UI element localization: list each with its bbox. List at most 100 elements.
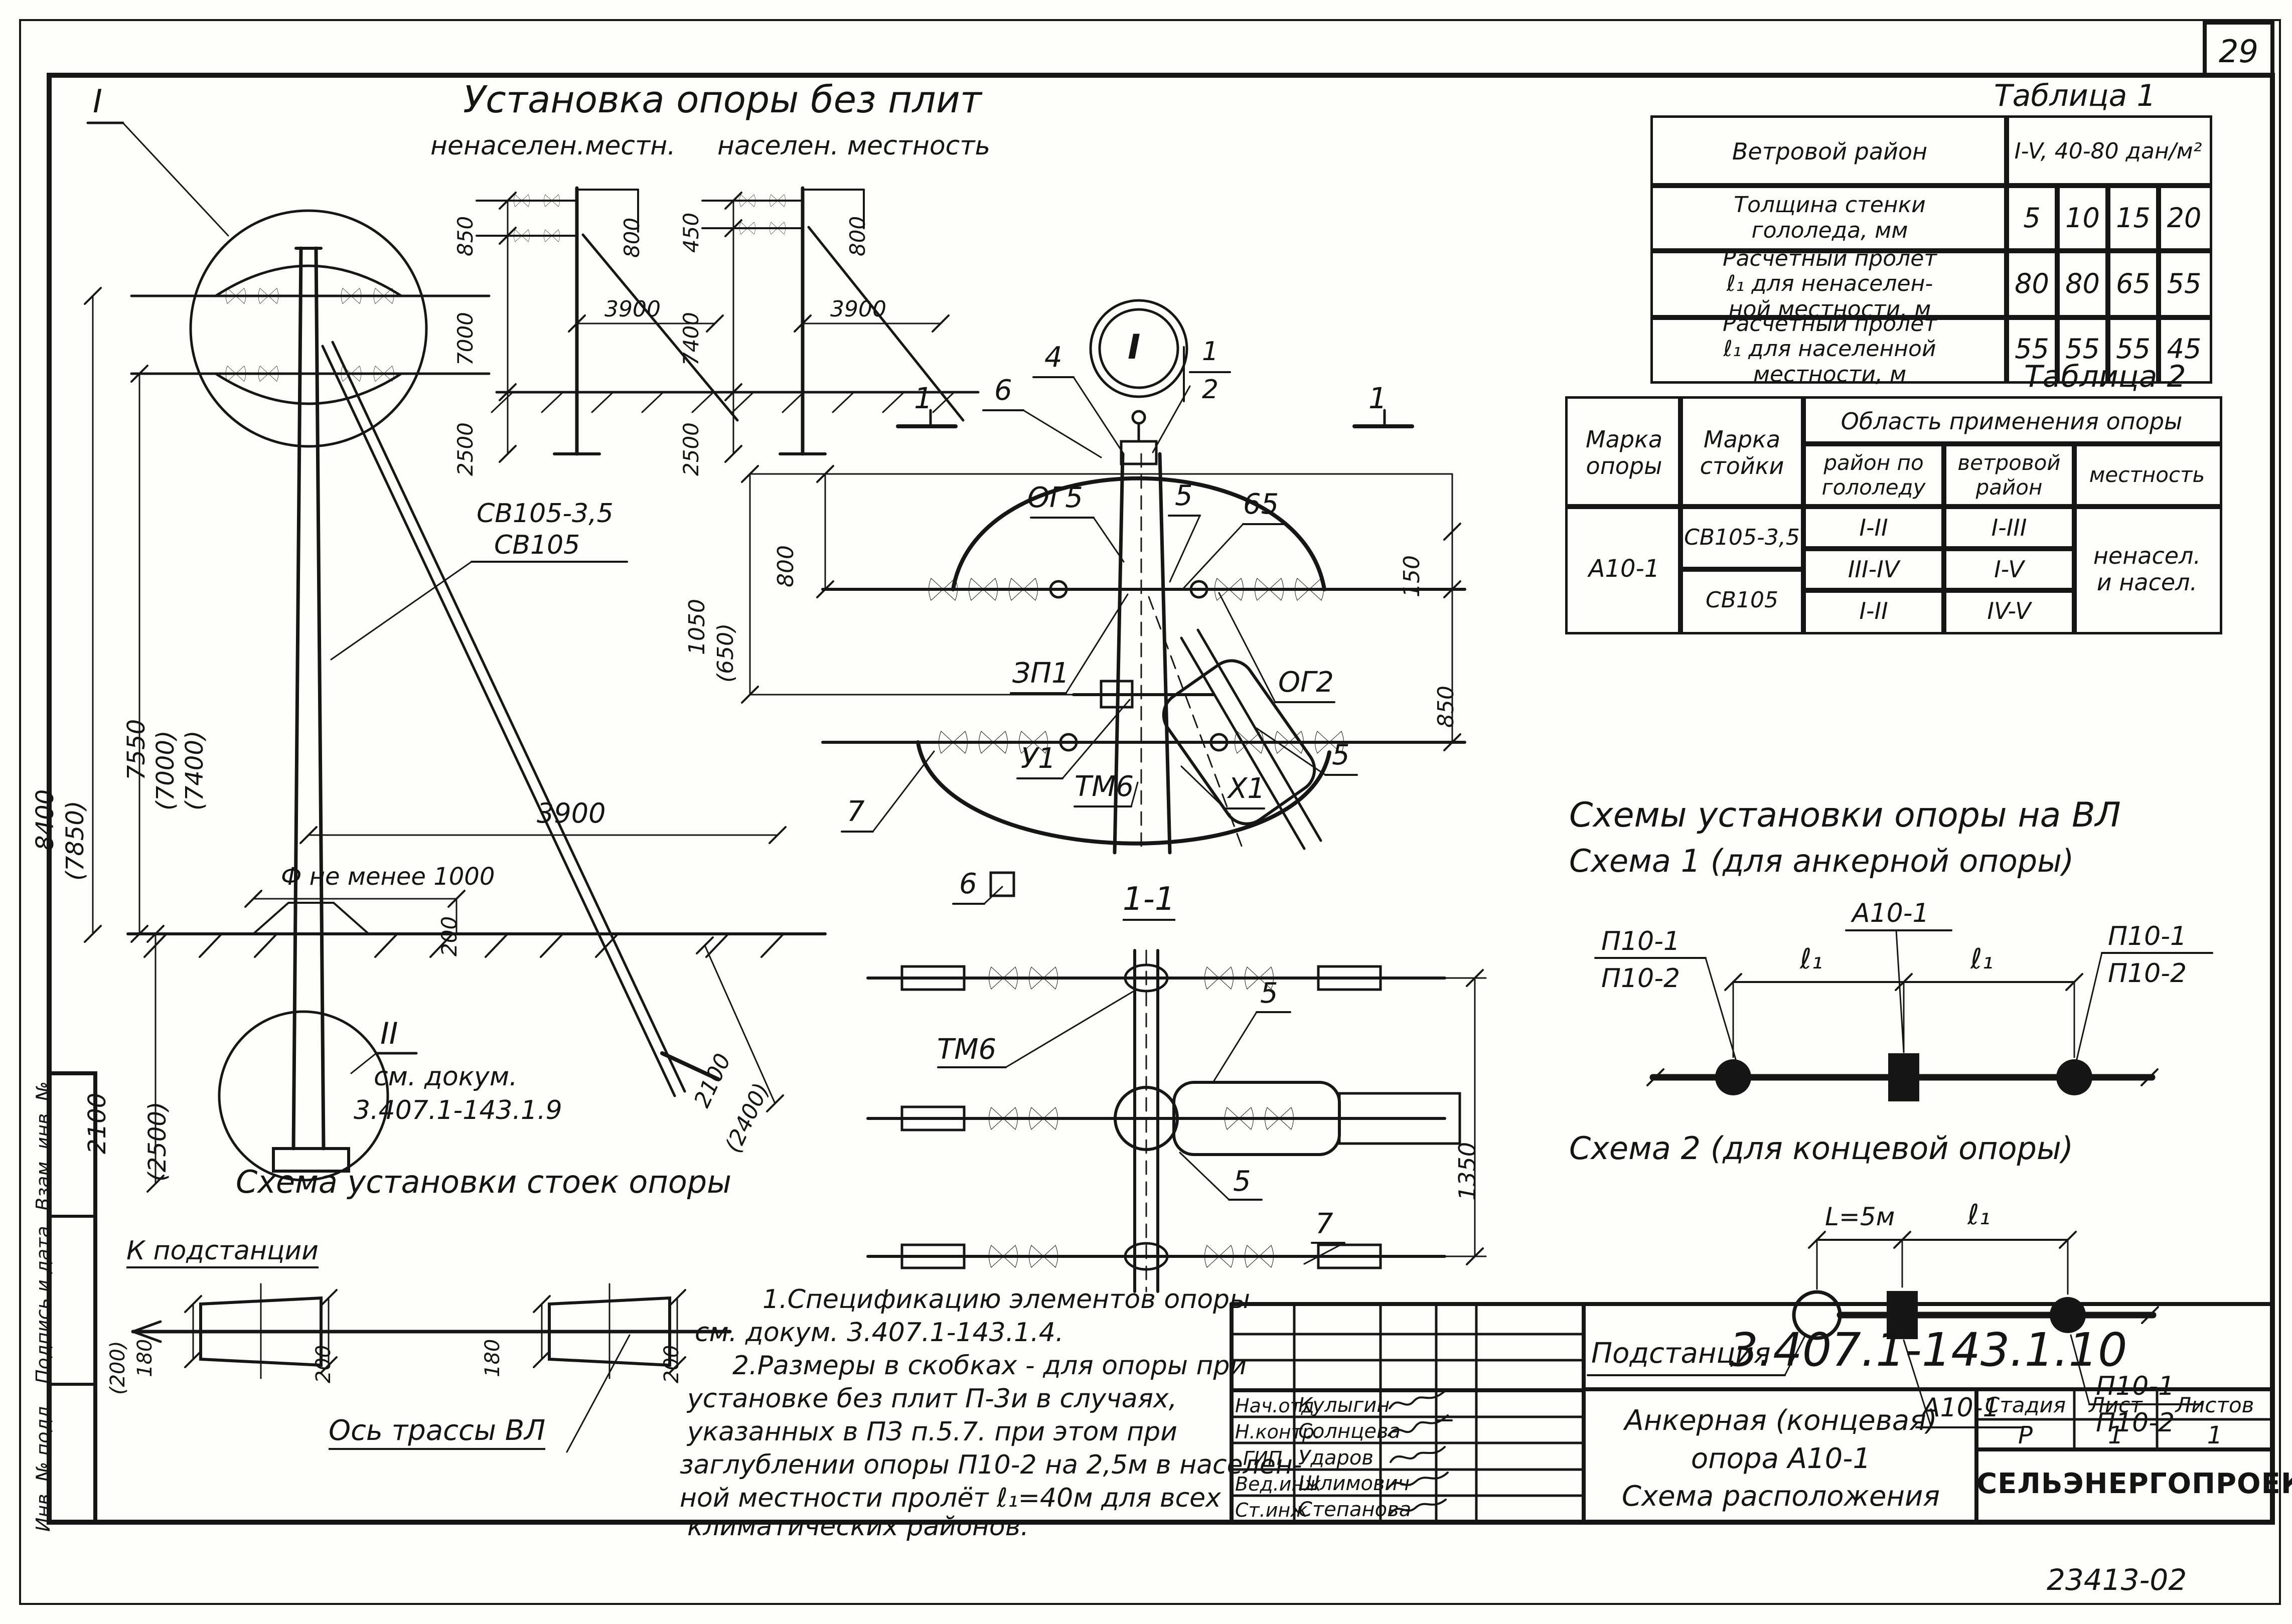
table1-cell: 10 bbox=[2055, 183, 2110, 253]
table2-wind1: I-V bbox=[1941, 546, 2077, 593]
table1-cell: 55 bbox=[2055, 315, 2110, 384]
dimA-2500: 2500 bbox=[453, 422, 478, 476]
axis-dim-180b: 180 bbox=[481, 1339, 504, 1377]
dim-7400: (7400) bbox=[181, 730, 209, 810]
table1-row0-label: Толщина стенки гололеда, мм bbox=[1650, 183, 2009, 253]
dim-2100: 2100 bbox=[83, 1092, 111, 1154]
signature-kulygin bbox=[1389, 1390, 1446, 1409]
note-line: 1.Спецификацию элементов опоры bbox=[762, 1284, 1251, 1315]
s1-left-1: П10-1 bbox=[1601, 926, 1680, 956]
person-name: Шлимович bbox=[1298, 1472, 1410, 1495]
label-5a: 5 bbox=[1175, 479, 1193, 512]
title-block-lines bbox=[1230, 1302, 2274, 1524]
table2-ice2: I-II bbox=[1801, 588, 1946, 634]
stand-label-1: СВ105-3,5 bbox=[477, 499, 614, 529]
drawing-title: Анкерная (концевая) опора А10-1 Схема ра… bbox=[1621, 1404, 1940, 1513]
dimB-800: 800 bbox=[845, 216, 870, 256]
table1-cell: 20 bbox=[2156, 183, 2212, 253]
label-og2: ОГ2 bbox=[1278, 666, 1334, 699]
table1-cell: 55 bbox=[2105, 315, 2161, 384]
dim-200: 200 bbox=[437, 916, 462, 956]
table1-cell: 65 bbox=[2105, 248, 2161, 320]
signature-udarov bbox=[1390, 1446, 1446, 1463]
table1: Ветровой район I-V, 40-80 дан/м² Толщина… bbox=[1650, 115, 2212, 387]
table1-cell: 80 bbox=[2004, 248, 2060, 320]
callout-frac-top: 1 bbox=[1202, 337, 1219, 367]
no-plate-diagram-lines bbox=[476, 186, 980, 463]
table1-cell: 15 bbox=[2105, 183, 2161, 253]
table2-terrain: ненасел. и насел. bbox=[2072, 504, 2222, 634]
dimA-850: 850 bbox=[453, 216, 478, 256]
dim-150: 150 bbox=[1399, 555, 1425, 597]
table2-title: Таблица 2 bbox=[2024, 359, 2186, 394]
table2-sub-terrain: местность bbox=[2072, 441, 2222, 509]
person-role: Н.контр. bbox=[1235, 1421, 1321, 1443]
label-zp1: ЗП1 bbox=[1012, 657, 1069, 690]
s2-dim: L=5м bbox=[1825, 1202, 1895, 1231]
table1-title: Таблица 1 bbox=[1994, 78, 2156, 113]
person-role: Ст.инж bbox=[1235, 1499, 1308, 1521]
detail-mark-II: II bbox=[380, 1016, 398, 1051]
sec-label-7: 7 bbox=[1315, 1208, 1333, 1240]
note-line: ной местности пролёт ℓ₁=40м для всех bbox=[680, 1483, 1221, 1513]
s2-right-1: П10-1 bbox=[2096, 1371, 2175, 1401]
table1-cell: 5 bbox=[2004, 183, 2060, 253]
table1-cell: 55 bbox=[2156, 248, 2212, 320]
table1-cell: 80 bbox=[2055, 248, 2110, 320]
sec-dim-1350: 1350 bbox=[1454, 1142, 1481, 1201]
schemes-title: Схемы установки опоры на ВЛ bbox=[1569, 795, 2121, 835]
label-5b: 5 bbox=[1332, 739, 1350, 771]
note-line: климатических районов. bbox=[687, 1512, 1029, 1542]
person-name: Ударов bbox=[1298, 1446, 1373, 1470]
dimB-7400: 7400 bbox=[679, 312, 703, 366]
table1-row2-label: Расчетный пролет ℓ₁ для населенной местн… bbox=[1650, 311, 2009, 387]
scheme1-title: Схема 1 (для анкерной опоры) bbox=[1569, 843, 2074, 879]
section-title-1-1: 1-1 bbox=[1123, 881, 1175, 921]
s1-span-1: ℓ₁ bbox=[1800, 943, 1823, 976]
table2-sub-wind: ветровой район bbox=[1941, 441, 2077, 509]
axis-dim-200p: (200) bbox=[106, 1341, 129, 1395]
table2-col-area: Область применения опоры bbox=[1801, 396, 2222, 446]
dim-850p: 850 bbox=[1433, 686, 1459, 728]
person-name: Кулыгин bbox=[1298, 1394, 1390, 1417]
dimB-450: 450 bbox=[679, 212, 703, 253]
dim-7550: 7550 bbox=[122, 719, 150, 780]
table2-ice1: III-IV bbox=[1801, 546, 1946, 593]
s2-span: ℓ₁ bbox=[1967, 1199, 1991, 1231]
sheets-label: Листов bbox=[2175, 1393, 2254, 1417]
doc-number: 3.407.1-143.1.10 bbox=[1729, 1323, 2127, 1377]
stage-label: Стадия bbox=[1984, 1393, 2066, 1417]
callout-6: 6 bbox=[994, 374, 1012, 407]
dimB-3900: 3900 bbox=[830, 296, 886, 322]
signature-shlimovich bbox=[1388, 1472, 1449, 1489]
s2-substation: Подстанция bbox=[1591, 1337, 1771, 1370]
to-substation-label: К подстанции bbox=[126, 1236, 319, 1269]
axis-dim-200b: 200 bbox=[660, 1345, 683, 1383]
table2-wind2: IV-V bbox=[1941, 588, 2077, 634]
ref-note-2: 3.407.1-143.1.9 bbox=[354, 1095, 562, 1125]
table2-sub-ice: район по гололеду bbox=[1801, 441, 1946, 509]
organization: СЕЛЬЭНЕРГОПРОЕКТ bbox=[1976, 1468, 2292, 1500]
person-name: Степанова bbox=[1298, 1498, 1412, 1521]
table1-cell: 45 bbox=[2156, 315, 2212, 384]
dim-650: (650) bbox=[713, 623, 738, 683]
footer-code: 23413-02 bbox=[2047, 1563, 2187, 1597]
axis-label: Ось трассы ВЛ bbox=[329, 1415, 546, 1450]
signature-stepanova bbox=[1390, 1499, 1447, 1515]
sheets-value: 1 bbox=[2207, 1421, 2223, 1449]
dimA-3900: 3900 bbox=[604, 296, 661, 322]
s1-span-2: ℓ₁ bbox=[1970, 943, 1994, 976]
sheet-label: Лист bbox=[2089, 1393, 2143, 1417]
dim-2500b: (2500) bbox=[143, 1101, 172, 1182]
no-plate-right-caption: населен. местность bbox=[717, 131, 991, 161]
label-65: 65 bbox=[1243, 488, 1279, 521]
stamp-vzam-inv: Взам. инв. № bbox=[32, 1081, 54, 1211]
table2-stand2: СВ105 bbox=[1678, 567, 1806, 634]
section-mark-left: 1 bbox=[914, 381, 933, 415]
scheme2-title: Схема 2 (для концевой опоры) bbox=[1569, 1130, 2074, 1167]
section-view-lines bbox=[866, 949, 1487, 1293]
table2-mark: А10-1 bbox=[1565, 504, 1683, 634]
table2-wind0: I-III bbox=[1941, 504, 2077, 551]
sheet-value: 1 bbox=[2108, 1421, 2123, 1449]
